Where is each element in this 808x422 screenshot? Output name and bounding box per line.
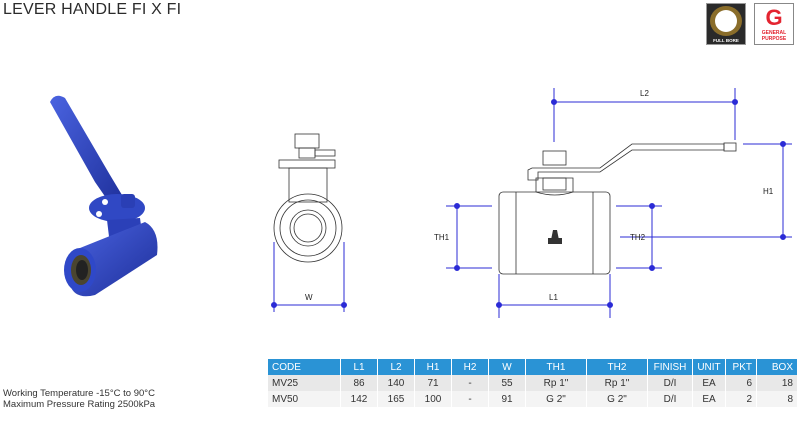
cell-th2: G 2" <box>587 391 647 407</box>
th1-dimension-label: TH1 <box>434 233 450 242</box>
general-purpose-line2: PURPOSE <box>761 36 787 42</box>
cell-th1: G 2" <box>526 391 586 407</box>
general-purpose-letter: G <box>765 5 783 30</box>
col-th1: TH1 <box>526 359 586 375</box>
cell-unit: EA <box>693 391 725 407</box>
col-finish: FINISH <box>648 359 692 375</box>
col-unit: UNIT <box>693 359 725 375</box>
col-th2: TH2 <box>587 359 647 375</box>
col-code: CODE <box>268 359 340 375</box>
cell-h1: 100 <box>415 391 451 407</box>
page-title: LEVER HANDLE FI X FI <box>3 1 182 18</box>
table-header-row: CODE L1 L2 H1 H2 W TH1 TH2 FINISH UNIT P… <box>268 359 797 375</box>
cell-finish: D/I <box>648 391 692 407</box>
col-w: W <box>489 359 525 375</box>
col-l1: L1 <box>341 359 377 375</box>
cell-code: MV50 <box>268 391 340 407</box>
full-bore-badge: FULL BORE <box>706 3 746 45</box>
badges: FULL BORE G GENERAL PURPOSE <box>706 3 794 45</box>
h1-dimension-label: H1 <box>763 187 774 196</box>
th2-dimension-label: TH2 <box>630 233 646 242</box>
spec-table: CODE L1 L2 H1 H2 W TH1 TH2 FINISH UNIT P… <box>267 359 798 407</box>
cell-pkt: 2 <box>726 391 756 407</box>
table-row: MV25 86 140 71 - 55 Rp 1" Rp 1" D/I EA 6… <box>268 375 797 391</box>
col-h1: H1 <box>415 359 451 375</box>
cell-h1: 71 <box>415 375 451 391</box>
cell-unit: EA <box>693 375 725 391</box>
cell-th2: Rp 1" <box>587 375 647 391</box>
cell-l2: 165 <box>378 391 414 407</box>
cell-box: 8 <box>757 391 797 407</box>
table-row: MV50 142 165 100 - 91 G 2" G 2" D/I EA 2… <box>268 391 797 407</box>
col-pkt: PKT <box>726 359 756 375</box>
cell-l2: 140 <box>378 375 414 391</box>
cell-w: 55 <box>489 375 525 391</box>
w-dimension-label: W <box>305 293 313 302</box>
valve-photo <box>50 95 158 297</box>
side-view-drawing: L2 H1 TH1 TH2 L1 <box>434 88 792 318</box>
col-l2: L2 <box>378 359 414 375</box>
cell-th1: Rp 1" <box>526 375 586 391</box>
cell-box: 18 <box>757 375 797 391</box>
working-temperature: Working Temperature -15°C to 90°C <box>3 388 155 399</box>
col-h2: H2 <box>452 359 488 375</box>
cell-w: 91 <box>489 391 525 407</box>
general-purpose-line1: GENERAL <box>761 30 787 36</box>
l2-dimension-label: L2 <box>640 89 649 98</box>
col-box: BOX <box>757 359 797 375</box>
max-pressure-rating: Maximum Pressure Rating 2500kPa <box>3 399 156 410</box>
cell-finish: D/I <box>648 375 692 391</box>
cell-l1: 86 <box>341 375 377 391</box>
general-purpose-badge: G GENERAL PURPOSE <box>754 3 794 45</box>
front-view-drawing: W <box>271 133 347 312</box>
cell-h2: - <box>452 391 488 407</box>
full-bore-label: FULL BORE <box>713 38 739 43</box>
l1-dimension-label: L1 <box>549 293 558 302</box>
cell-h2: - <box>452 375 488 391</box>
specs-notes: Working Temperature -15°C to 90°C Maximu… <box>3 388 155 410</box>
cell-code: MV25 <box>268 375 340 391</box>
cell-pkt: 6 <box>726 375 756 391</box>
cell-l1: 142 <box>341 391 377 407</box>
